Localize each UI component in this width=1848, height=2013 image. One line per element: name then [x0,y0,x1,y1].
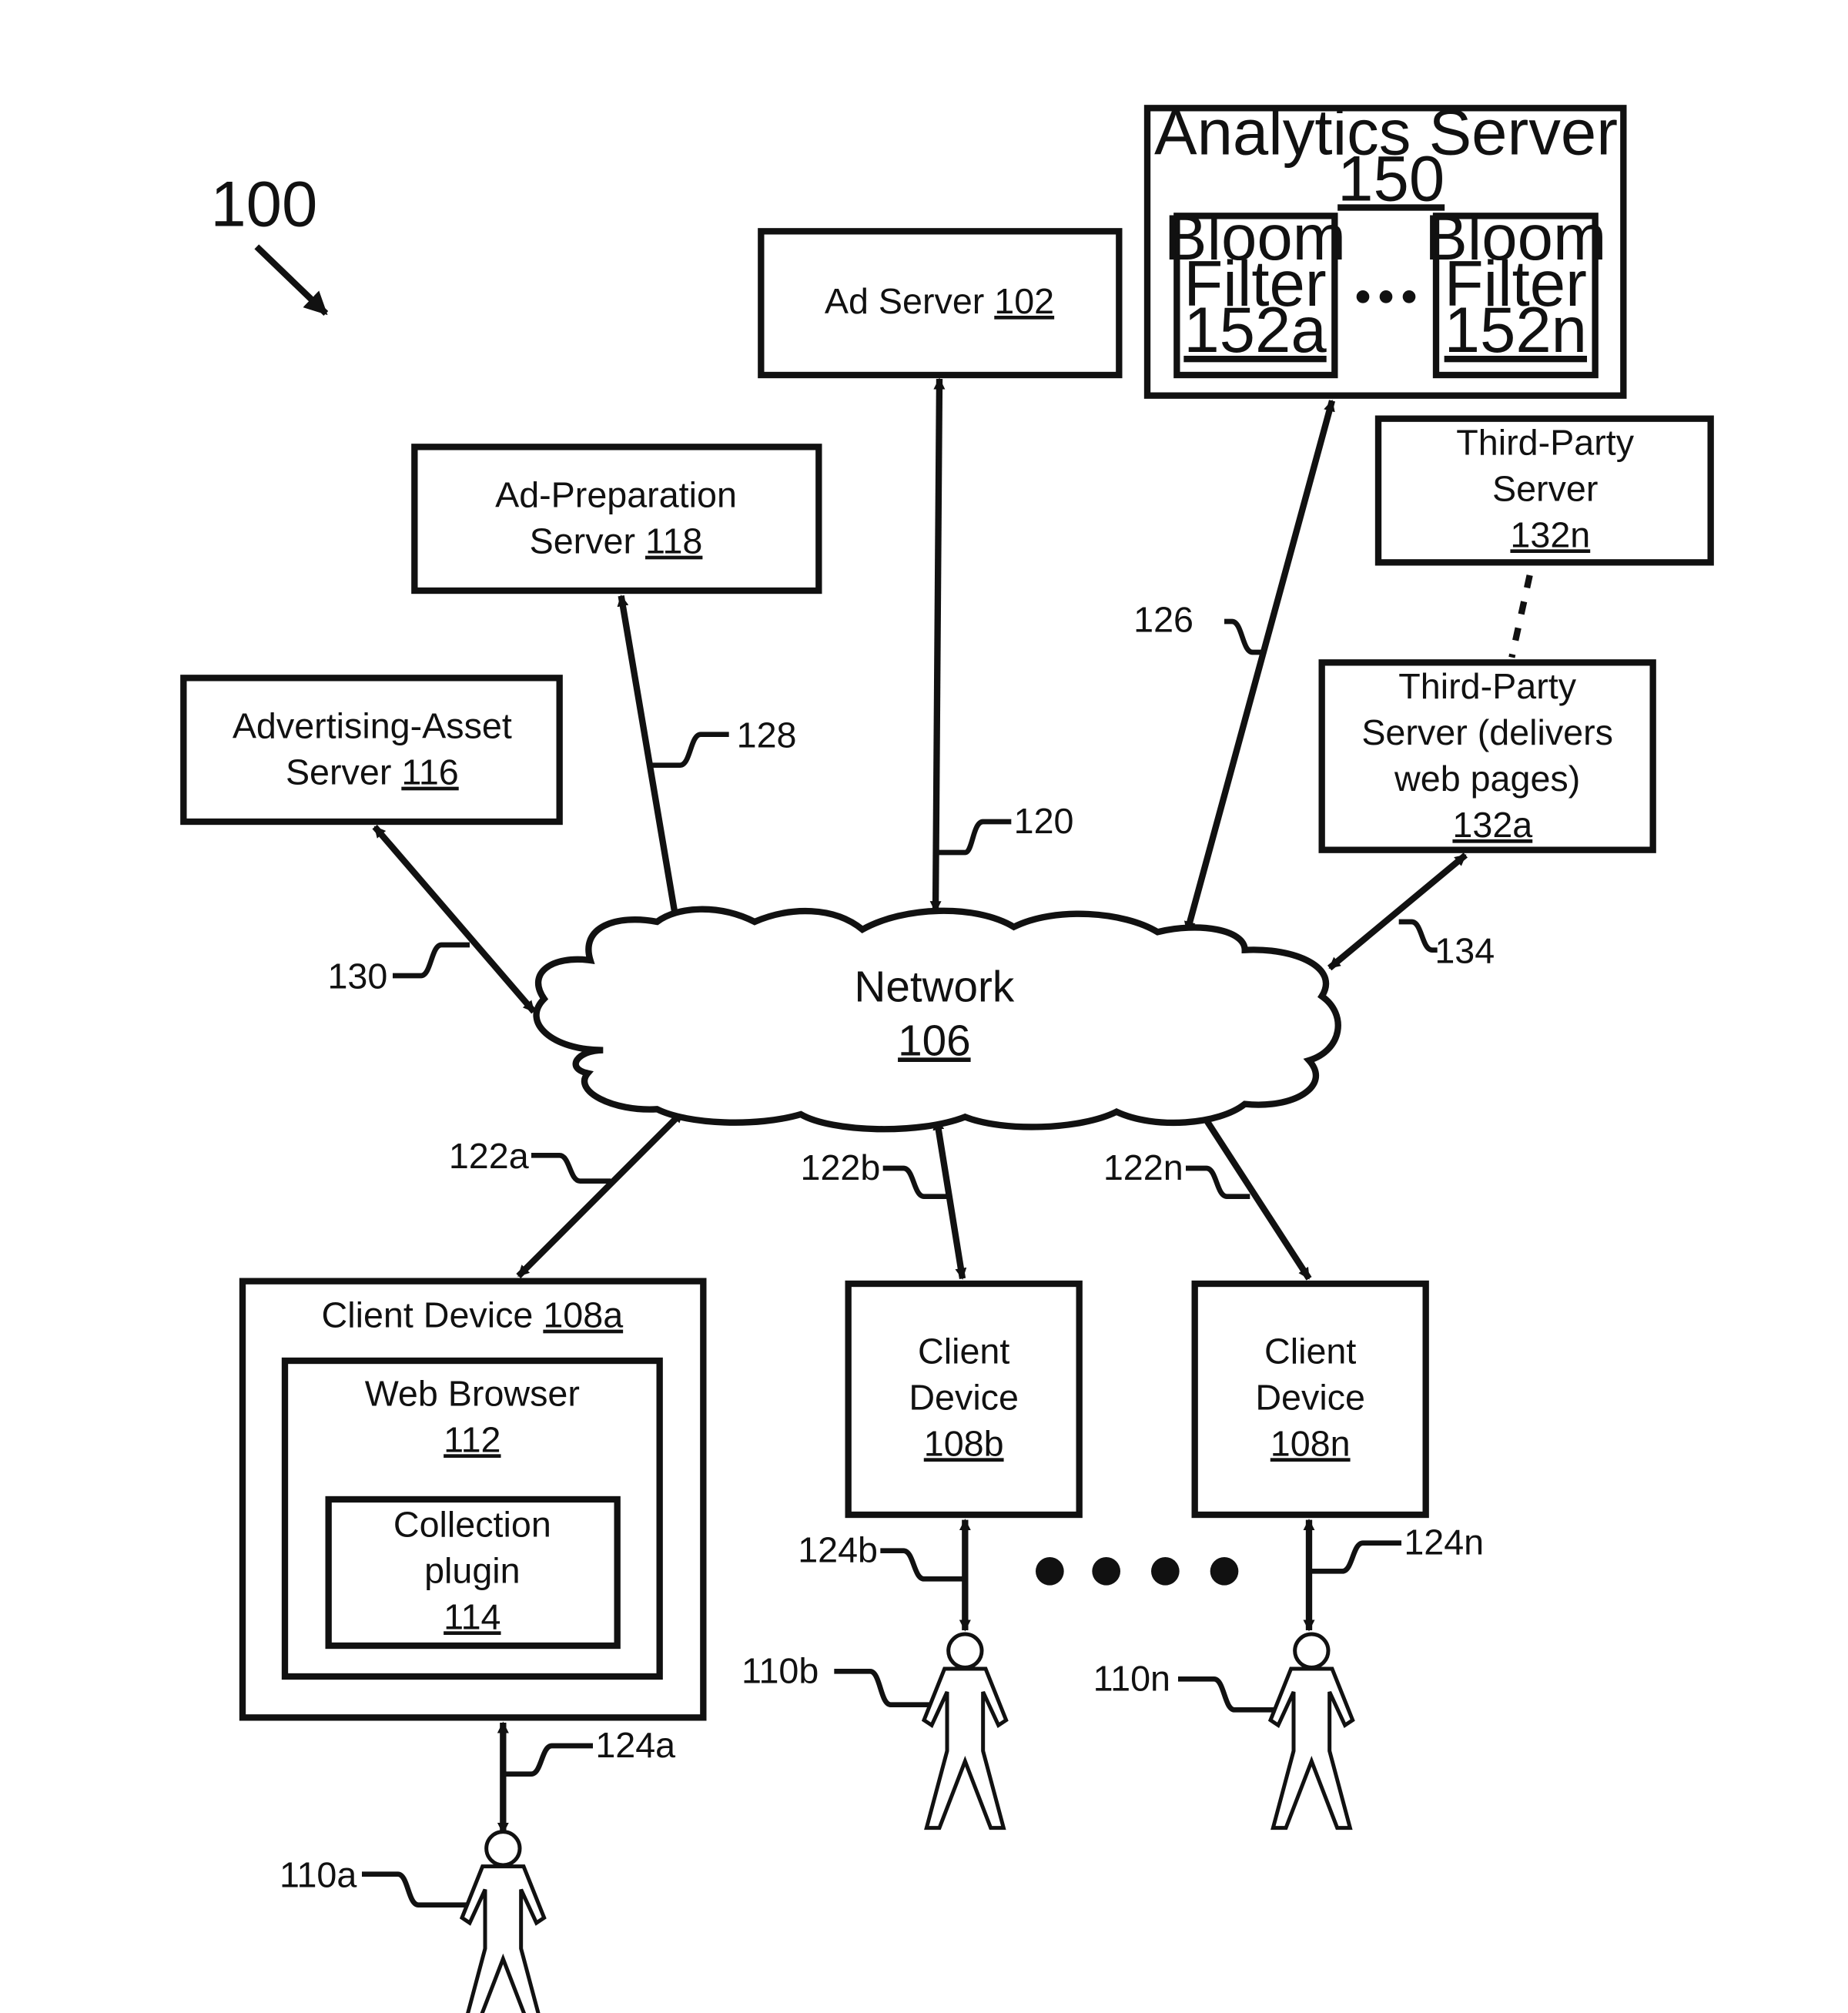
figure-ref-label: 100 [210,169,317,240]
network-cloud: Network 106 [537,909,1338,1130]
label-122a: 122a [449,1136,529,1176]
ad-server-label: Ad Server [825,281,984,321]
leader-120 [937,822,1012,852]
client-device-108a-text: Client Device 108a [322,1295,624,1335]
label-110n: 110n [1093,1658,1170,1698]
label-122n: 122n [1103,1147,1183,1187]
ad-server-number: 102 [994,281,1054,321]
collection-plugin-number: 114 [444,1596,500,1636]
client-device-108a-number: 108a [543,1295,623,1335]
leader-128 [652,735,729,765]
network-number: 106 [898,1017,971,1065]
third-party-dotted-link [1512,575,1529,658]
leader-124n [1309,1543,1401,1572]
network-label: Network [854,963,1014,1011]
leader-110b [834,1671,929,1704]
analytics-server: Analytics Server 150 Bloom Filter 152a B… [1147,96,1623,395]
web-browser-label: Web Browser [365,1373,580,1413]
leader-126 [1224,621,1263,652]
advertising-asset-server: Advertising-Asset Server 116 [183,678,559,822]
advertising-asset-server-number: 116 [401,752,458,792]
client-device-108n: Client Device 108n [1195,1284,1426,1515]
client-device-108n-number: 108n [1270,1423,1351,1463]
label-134: 134 [1435,930,1495,970]
leader-124a [503,1746,593,1774]
advertising-asset-server-line2: Server [286,752,391,792]
ad-preparation-server: Ad-Preparation Server 118 [414,447,819,591]
leader-110a [362,1874,467,1905]
ad-preparation-server-line1: Ad-Preparation [495,475,737,515]
ad-server: Ad Server 102 [761,231,1119,375]
user-110n-icon [1270,1634,1353,1828]
label-130: 130 [327,956,387,996]
label-124n: 124n [1404,1522,1484,1563]
client-device-108b-line2: Device [909,1377,1019,1417]
label-126: 126 [1133,599,1194,639]
leader-122a [531,1155,611,1181]
user-110a-icon [462,1832,544,2013]
advertising-asset-server-line1: Advertising-Asset [233,706,512,746]
ad-server-text: Ad Server 102 [825,281,1054,321]
client-device-ellipsis [1036,1557,1238,1586]
link-122a [518,1112,682,1276]
link-120 [936,379,939,912]
figure-ref-arrow [256,246,326,313]
third-party-server-132n: Third-Party Server 132n [1378,419,1711,563]
collection-plugin-line1: Collection [393,1504,551,1544]
leader-124b [880,1551,965,1579]
third-party-server-132a-line1: Third-Party [1398,666,1576,706]
figure-reference: 100 [210,169,326,313]
link-126 [1187,400,1332,932]
ad-preparation-server-line2: Server [530,521,635,561]
third-party-server-132a: Third-Party Server (delivers web pages) … [1322,662,1653,849]
client-device-108a-label: Client Device [322,1295,534,1335]
leader-130 [393,945,470,976]
web-browser-number: 112 [444,1419,500,1459]
third-party-server-132a-number: 132a [1452,805,1532,845]
label-124a: 124a [595,1725,675,1765]
label-128: 128 [737,715,797,755]
label-122b: 122b [801,1147,881,1187]
label-110b: 110b [742,1650,819,1690]
third-party-server-132n-line2: Server [1492,468,1598,508]
label-124b: 124b [798,1530,878,1570]
third-party-server-132n-line1: Third-Party [1456,422,1634,462]
third-party-server-132a-line3: web pages) [1394,759,1580,799]
bloom-ellipsis [1357,290,1416,303]
leader-134 [1399,922,1438,950]
link-122n [1191,1097,1309,1279]
client-device-108b-line1: Client [918,1331,1009,1371]
link-130 [375,827,534,1012]
collection-plugin-line2: plugin [424,1550,521,1590]
client-device-108b-number: 108b [924,1423,1004,1463]
third-party-server-132a-line2: Server (delivers [1361,712,1613,752]
third-party-server-132n-number: 132n [1510,514,1590,554]
leader-110n [1178,1679,1276,1710]
client-device-108a: Client Device 108a Web Browser 112 Colle… [243,1281,703,1718]
user-110b-icon [924,1634,1006,1828]
advertising-asset-server-text: Server 116 [286,752,459,792]
client-device-108n-line2: Device [1255,1377,1365,1417]
label-110a: 110a [280,1854,357,1894]
client-device-108n-line1: Client [1264,1331,1356,1371]
advertising-asset-server-box [183,678,559,822]
client-device-108b: Client Device 108b [849,1284,1080,1515]
bloom-filter-152n-number: 152n [1445,294,1587,366]
ad-preparation-server-box [414,447,819,591]
leader-122b [883,1168,947,1197]
label-120: 120 [1014,801,1074,841]
ad-preparation-server-text: Server 118 [530,521,703,561]
bloom-filter-152a-number: 152a [1183,294,1327,366]
ad-preparation-server-number: 118 [645,521,702,561]
